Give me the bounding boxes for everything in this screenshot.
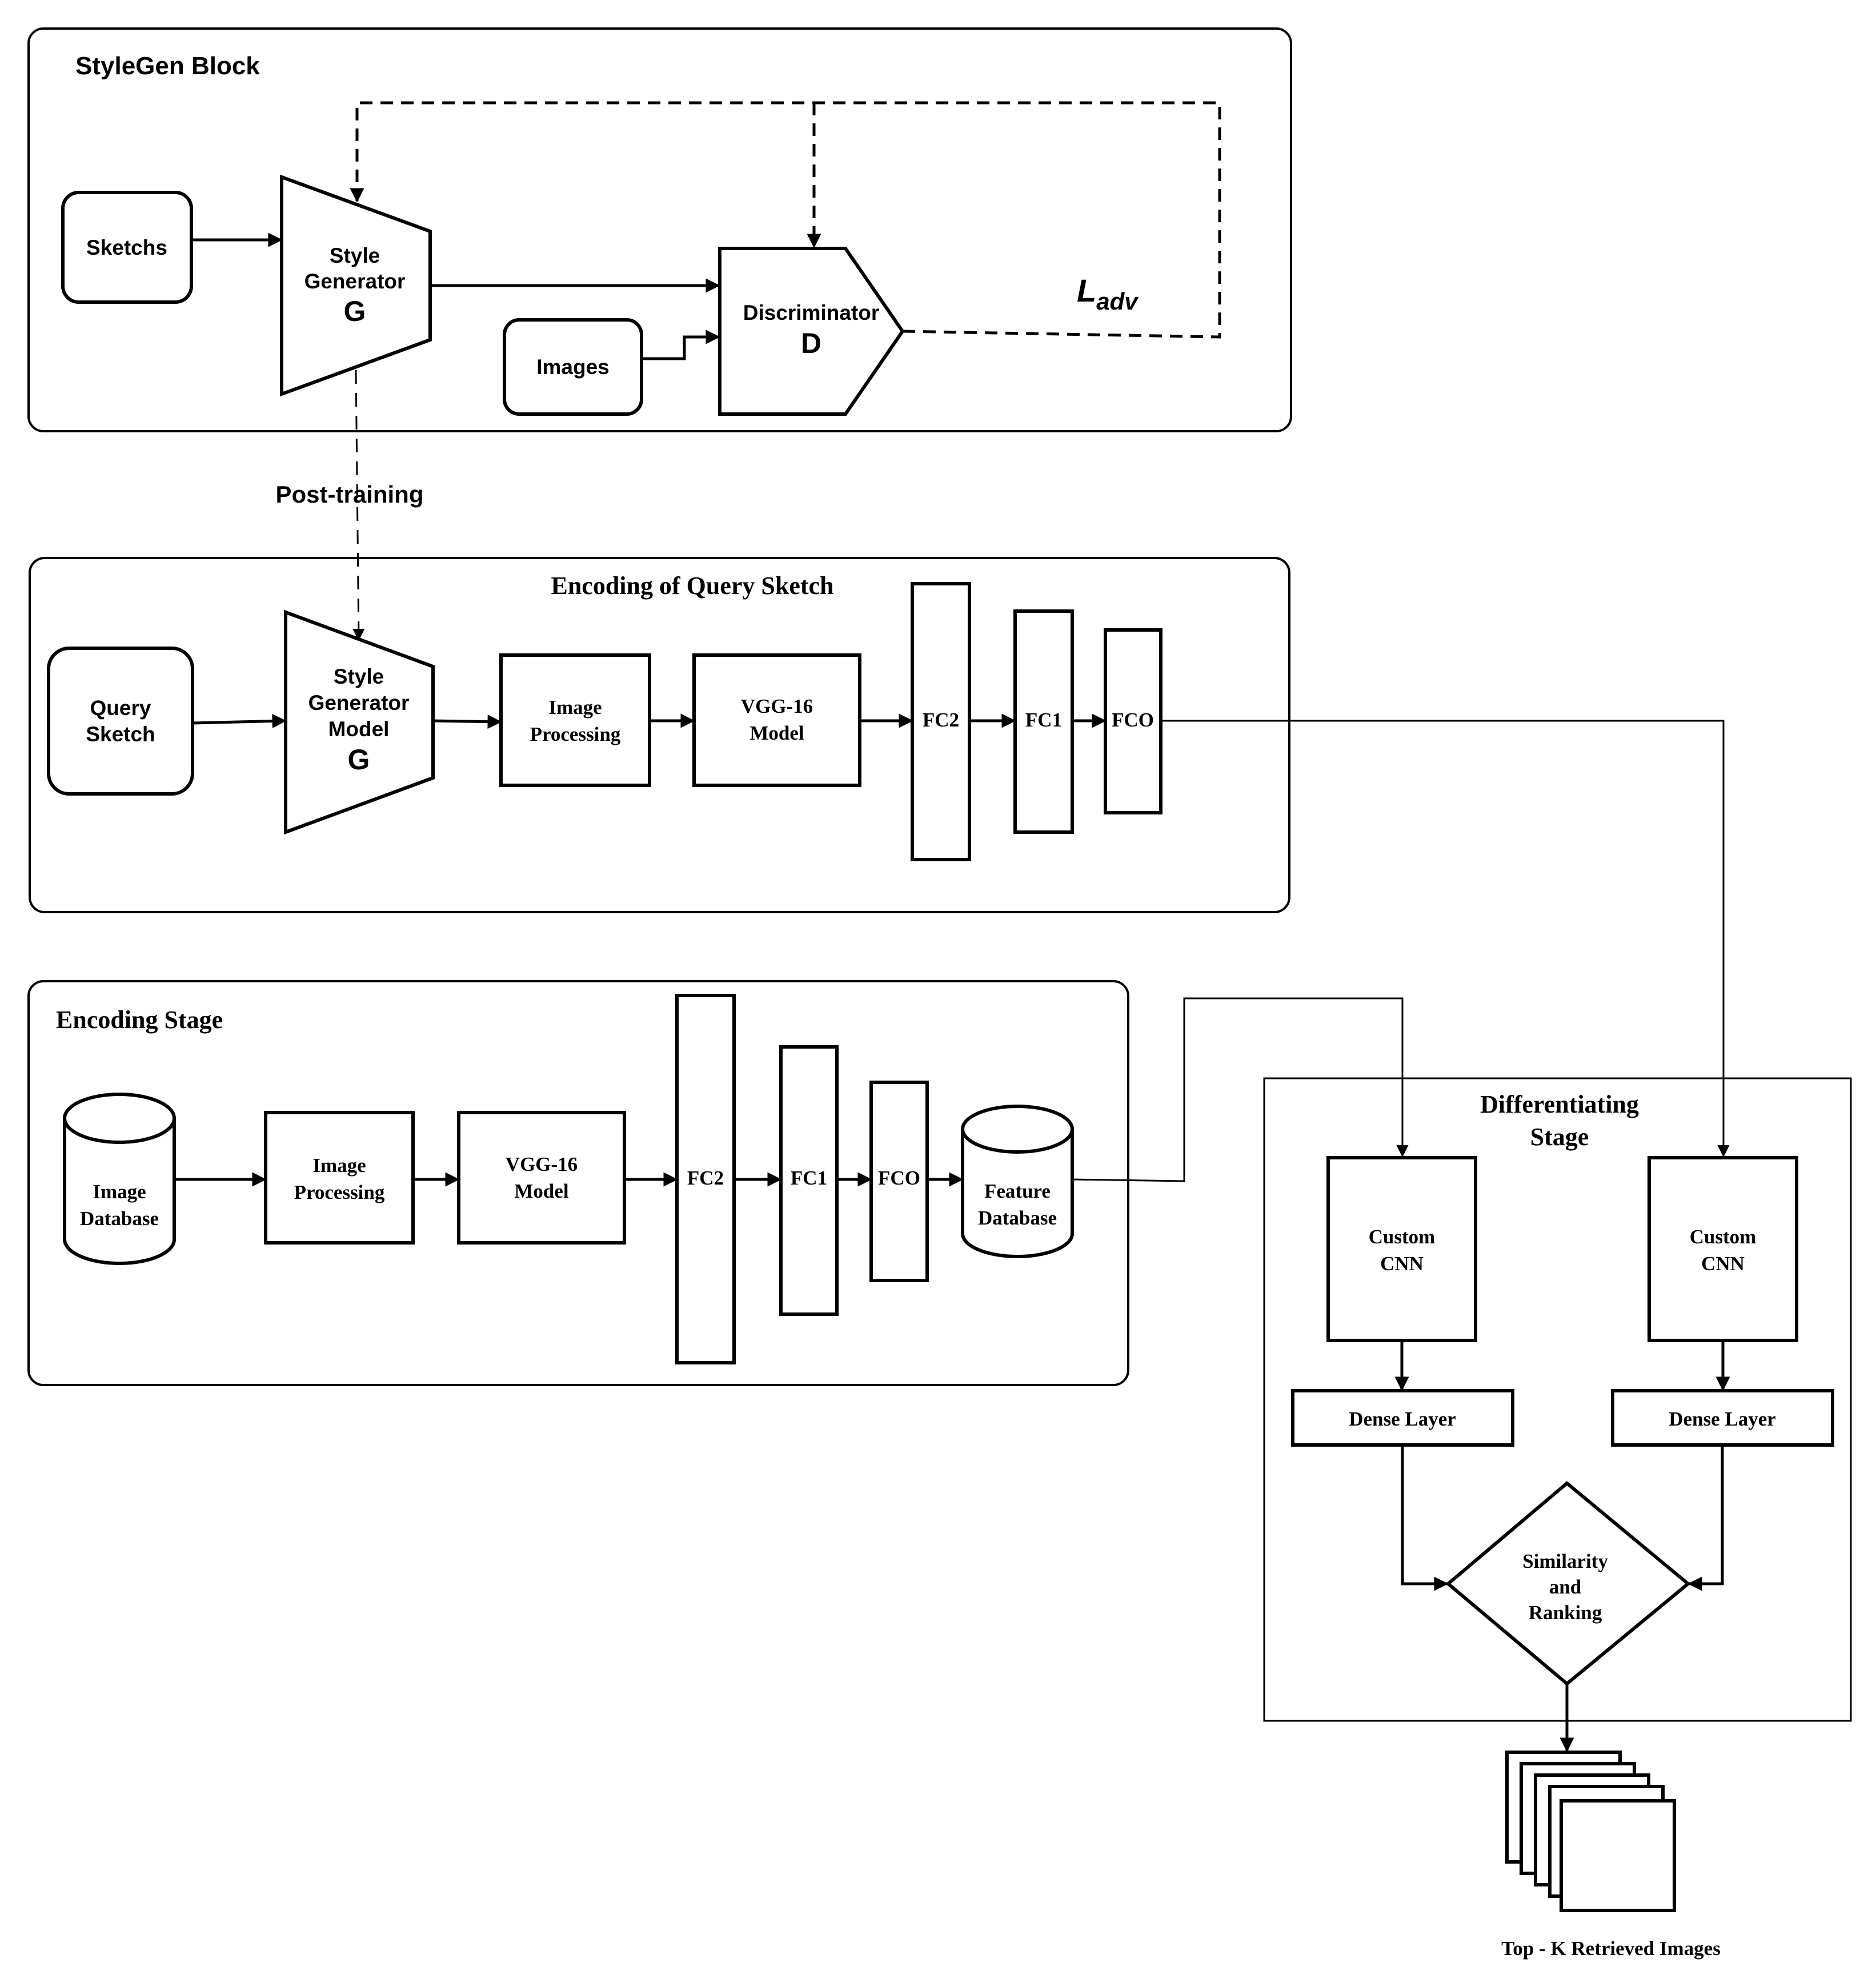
encoding-fc2-label: FC2	[687, 1167, 724, 1189]
output-label: Top - K Retrieved Images	[1501, 1937, 1721, 1960]
query-sketch-label-2: Sketch	[86, 722, 155, 746]
arrow-dense-left-to-similarity	[1401, 1445, 1449, 1591]
encoding-stage-frame	[27, 980, 1129, 1386]
query-sketch-node	[47, 647, 194, 796]
encoding-vgg16-label-2: Model	[514, 1180, 569, 1202]
images-node	[503, 318, 643, 416]
encoding-image-processing-label-2: Processing	[294, 1181, 385, 1203]
query-image-processing-node	[499, 653, 651, 787]
query-generator-label-4: G	[348, 744, 370, 776]
discriminator-label-2: D	[801, 327, 821, 359]
query-fc2-node	[911, 582, 971, 861]
query-fco-label: FCO	[1112, 709, 1154, 731]
encoding-image-processing-node	[264, 1111, 415, 1245]
differentiating-stage-frame	[1263, 1077, 1852, 1722]
custom-cnn-left-node	[1326, 1156, 1477, 1342]
differentiating-title-2: Stage	[1530, 1123, 1589, 1151]
sketches-label: Sketchs	[86, 236, 167, 259]
adversarial-loss-subscript: adv	[1096, 288, 1139, 315]
custom-cnn-left-label-1: Custom	[1369, 1226, 1436, 1248]
discriminator-node	[718, 247, 905, 416]
query-encoding-title: Encoding of Query Sketch	[551, 572, 833, 600]
style-generator-label-3: G	[344, 295, 366, 327]
similarity-label-3: Ranking	[1529, 1601, 1602, 1624]
arrow-generator-to-processing	[432, 714, 502, 729]
stylegen-block-title: StyleGen Block	[75, 52, 260, 80]
encoding-fco-node	[869, 1081, 929, 1282]
query-fc1-label: FC1	[1025, 709, 1062, 731]
encoding-fc1-node	[779, 1045, 839, 1316]
dense-layer-right-node	[1611, 1389, 1834, 1447]
retrieved-images-stack-icon	[1505, 1751, 1676, 1912]
custom-cnn-right-node	[1647, 1156, 1798, 1342]
arrow-dense-right-to-similarity	[1687, 1445, 1724, 1591]
differentiating-stage-block: Differentiating Stage Custom CNN Custom …	[1263, 1077, 1852, 1722]
dense-layer-left-label: Dense Layer	[1349, 1408, 1456, 1430]
query-generator-label-1: Style	[334, 665, 384, 688]
dense-layer-right-label: Dense Layer	[1669, 1408, 1776, 1430]
image-database-label-1: Image	[93, 1181, 146, 1203]
sketches-node	[61, 191, 193, 304]
query-image-processing-label-1: Image	[548, 696, 602, 718]
similarity-label-2: and	[1549, 1576, 1582, 1598]
query-generator-label-3: Model	[328, 717, 390, 741]
query-fc2-label: FC2	[923, 709, 959, 731]
query-image-processing-label-2: Processing	[530, 723, 621, 745]
encoding-fc1-label: FC1	[791, 1167, 827, 1189]
feature-database-rim	[961, 1129, 1074, 1154]
query-vgg16-node	[692, 653, 861, 787]
encoding-vgg16-node	[457, 1111, 626, 1245]
stylegen-block-frame	[27, 27, 1292, 432]
encoding-image-processing-label-1: Image	[312, 1154, 366, 1177]
query-sketch-label-1: Query	[90, 696, 151, 720]
feature-database-label-2: Database	[978, 1207, 1057, 1229]
encoding-fco-label: FCO	[878, 1167, 920, 1189]
query-vgg16-label-1: VGG-16	[741, 695, 813, 717]
dense-layer-left-node	[1291, 1389, 1514, 1447]
encoding-stage-block: Encoding Stage Image Database Image Proc…	[27, 980, 1129, 1386]
images-label: Images	[536, 355, 610, 379]
loss-feedback-to-generator	[350, 101, 1221, 339]
query-encoding-frame	[29, 557, 1290, 913]
query-style-generator-node	[284, 609, 435, 835]
encoding-vgg16-label-1: VGG-16	[506, 1153, 578, 1175]
feature-database-label-1: Feature	[984, 1180, 1051, 1202]
image-database-label-2: Database	[80, 1207, 159, 1230]
style-generator-node	[280, 174, 432, 397]
query-fco-node	[1104, 628, 1163, 814]
connector-query-fco-to-cnn-right	[1161, 720, 1730, 1158]
arrow-query-to-generator	[192, 714, 287, 729]
discriminator-label-1: Discriminator	[743, 301, 880, 324]
query-generator-label-2: Generator	[308, 691, 410, 714]
query-encoding-block: Encoding of Query Sketch Query Sketch St…	[29, 557, 1290, 913]
custom-cnn-right-label-1: Custom	[1690, 1226, 1757, 1248]
style-generator-label-2: Generator	[304, 270, 406, 293]
adversarial-loss-symbol: L	[1077, 272, 1096, 308]
encoding-fc2-node	[675, 994, 736, 1364]
similarity-label-1: Similarity	[1522, 1550, 1608, 1572]
adversarial-loss-label: Ladv	[1077, 272, 1139, 315]
encoding-stage-title: Encoding Stage	[56, 1006, 223, 1034]
image-database-rim	[63, 1118, 176, 1144]
connector-featuredb-to-cnn-left	[1072, 997, 1409, 1182]
post-training-label: Post-training	[276, 481, 424, 508]
differentiating-title-1: Differentiating	[1480, 1090, 1639, 1118]
custom-cnn-right-label-2: CNN	[1701, 1253, 1745, 1275]
retrieved-image-card-5	[1560, 1799, 1676, 1912]
stylegen-block: StyleGen Block Sketchs Style Generator G…	[27, 27, 1292, 432]
arrow-images-to-discriminator	[642, 330, 720, 360]
custom-cnn-left-label-2: CNN	[1380, 1253, 1424, 1275]
style-generator-label-1: Style	[330, 244, 380, 267]
query-vgg16-label-2: Model	[749, 722, 804, 744]
